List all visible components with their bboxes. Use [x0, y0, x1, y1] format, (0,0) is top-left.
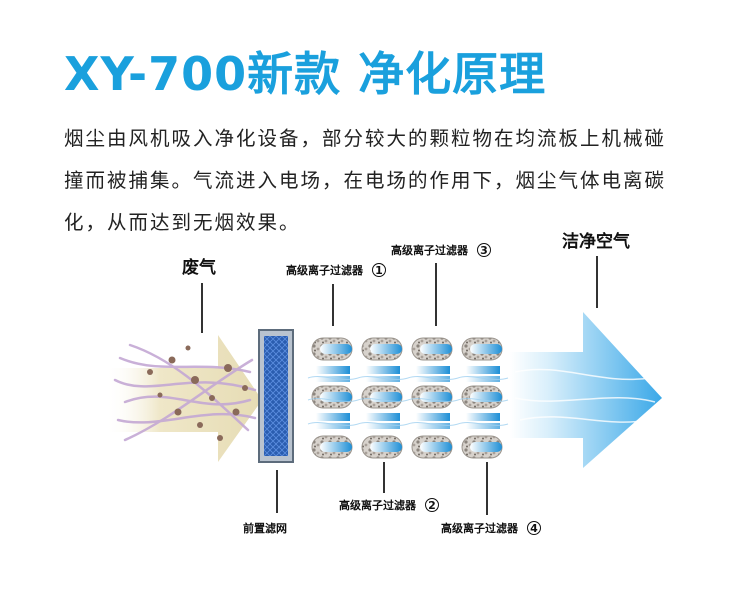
svg-text:4: 4 — [530, 522, 538, 535]
filter-4-label: 高级离子过滤器 4 — [441, 521, 541, 535]
page-title: XY-700新款 净化原理 — [64, 47, 547, 101]
filter-1-label: 高级离子过滤器 1 — [286, 263, 386, 277]
filter-cell — [461, 435, 503, 459]
filter-cell — [411, 435, 453, 459]
ion-filter-column — [307, 337, 359, 459]
description-line: 化，从而达到无烟效果。 — [64, 211, 301, 234]
waste-gas-label: 废气 — [182, 257, 216, 278]
filter-cell — [411, 337, 453, 361]
svg-text:1: 1 — [375, 264, 383, 277]
svg-text:3: 3 — [480, 244, 488, 257]
filter-2-label: 高级离子过滤器 2 — [339, 498, 439, 512]
ion-filter-column — [357, 337, 409, 459]
filter-cell — [311, 337, 353, 361]
filter-cell — [361, 337, 403, 361]
svg-text:高级离子过滤器: 高级离子过滤器 — [339, 498, 417, 512]
clean-air-arrow — [510, 312, 662, 468]
svg-text:2: 2 — [428, 499, 436, 512]
filter-cell — [411, 385, 453, 409]
ion-filter-column — [407, 337, 459, 459]
filter-cell — [316, 366, 350, 382]
filter-cell — [361, 435, 403, 459]
description-line: 烟尘由风机吸入净化设备，部分较大的颗粒物在均流板上机械碰 — [64, 127, 667, 150]
waste-gas-stream — [105, 335, 262, 462]
filter-cell — [416, 413, 450, 429]
svg-text:高级离子过滤器: 高级离子过滤器 — [286, 263, 364, 277]
filter-cell — [366, 413, 400, 429]
filter-cell — [466, 366, 500, 382]
filter-cell — [461, 385, 503, 409]
filter-cell — [416, 366, 450, 382]
filter-cell — [316, 413, 350, 429]
description: 烟尘由风机吸入净化设备，部分较大的颗粒物在均流板上机械碰 撞而被捕集。气流进入电… — [64, 118, 716, 244]
svg-text:高级离子过滤器: 高级离子过滤器 — [441, 521, 519, 535]
description-line: 撞而被捕集。气流进入电场，在电场的作用下，烟尘气体电离碳 — [64, 169, 667, 192]
filter-cell — [466, 413, 500, 429]
ion-filter-column — [457, 337, 509, 459]
leader-lines — [201, 256, 598, 515]
ion-filter-bank — [307, 337, 509, 459]
filter-cell — [311, 435, 353, 459]
filter-cell — [366, 366, 400, 382]
clean-air-label: 洁净空气 — [562, 231, 630, 252]
filter-cell — [311, 385, 353, 409]
filter-cell — [361, 385, 403, 409]
svg-text:高级离子过滤器: 高级离子过滤器 — [391, 243, 469, 257]
filter-cell — [461, 337, 503, 361]
pre-filter — [258, 329, 294, 463]
filter-3-label: 高级离子过滤器 3 — [391, 243, 491, 257]
pre-filter-label: 前置滤网 — [243, 521, 287, 535]
